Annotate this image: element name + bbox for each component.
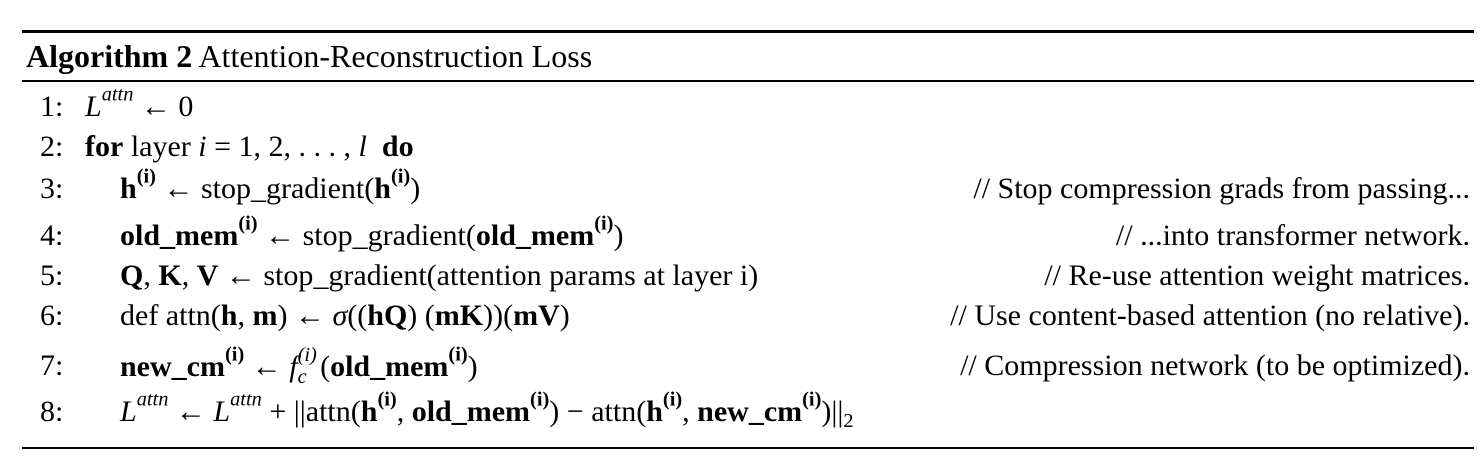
bottom-rule (22, 447, 1474, 449)
algorithm-line-3: 3: h(i) ← stop_gradient(h(i)) // Stop co… (40, 165, 1470, 209)
line-number: 4: (40, 219, 64, 252)
line-code: Q, K, V ← stop_gradient(attention params… (120, 259, 759, 292)
algorithm-line-5: 5: Q, K, V ← stop_gradient(attention par… (40, 256, 1470, 296)
algorithm-line-4: 4: old_mem(i) ← stop_gradient(old_mem(i)… (40, 212, 1470, 256)
algorithm-line-2: 2: for layer i = 1, 2, . . . , l do (40, 127, 1470, 167)
line-number: 8: (40, 395, 64, 428)
line-comment: // Stop compression grads from passing..… (973, 172, 1470, 205)
line-comment: // Re-use attention weight matrices. (1044, 259, 1470, 292)
line-code: new_cm(i) ← f(i)c(old_mem(i)) (120, 343, 478, 389)
algorithm-header: Algorithm 2 Attention-Reconstruction Los… (26, 36, 592, 76)
algorithm-line-1: 1: Lattn ← 0 (40, 83, 1470, 127)
line-comment: // Compression network (to be optimized)… (960, 349, 1470, 382)
algorithm-line-7: 7: new_cm(i) ← f(i)c(old_mem(i)) // Comp… (40, 343, 1470, 389)
keyword-for: for (85, 130, 124, 163)
algorithm-title: Attention-Reconstruction Loss (198, 38, 593, 74)
line-number: 3: (40, 172, 64, 205)
line-code: old_mem(i) ← stop_gradient(old_mem(i)) (120, 212, 624, 252)
line-code: Lattn ← Lattn + ||attn(h(i), old_mem(i))… (120, 388, 854, 433)
line-number: 5: (40, 259, 64, 292)
line-number: 6: (40, 299, 64, 332)
line-code: for layer i = 1, 2, . . . , l do (85, 130, 414, 163)
algorithm-line-6: 6: def attn(h, m) ← σ((hQ) (mK))(mV) // … (40, 296, 1470, 336)
line-comment: // ...into transformer network. (1115, 219, 1470, 252)
algorithm-name: Algorithm 2 (26, 38, 193, 74)
line-code: h(i) ← stop_gradient(h(i)) (120, 165, 421, 205)
top-rule (22, 30, 1474, 33)
header-rule (22, 80, 1474, 82)
line-code: def attn(h, m) ← σ((hQ) (mK))(mV) (120, 299, 570, 332)
line-code: Lattn ← 0 (85, 83, 194, 123)
line-number: 2: (40, 130, 64, 163)
algorithm-line-8: 8: Lattn ← Lattn + ||attn(h(i), old_mem(… (40, 388, 1470, 433)
line-comment: // Use content-based attention (no relat… (950, 299, 1470, 332)
keyword-do: do (381, 130, 414, 163)
token-layer: layer (130, 130, 191, 163)
line-number: 1: (40, 90, 64, 123)
line-number: 7: (40, 349, 64, 382)
